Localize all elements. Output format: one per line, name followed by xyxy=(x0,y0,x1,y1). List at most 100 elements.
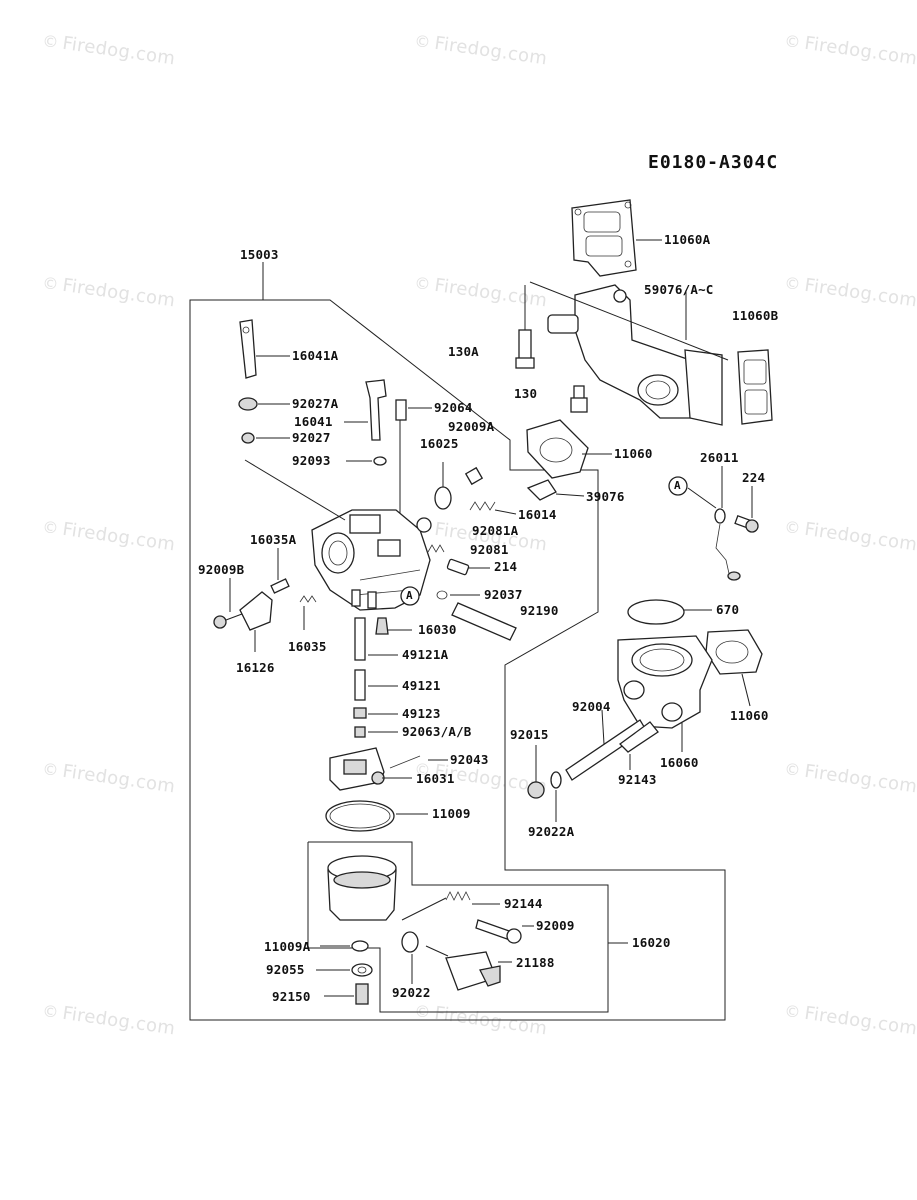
oring-11009A xyxy=(320,940,369,952)
clip-92037 xyxy=(436,590,480,600)
label-92143: 92143 xyxy=(618,772,657,787)
jet-49123 xyxy=(353,707,398,719)
washer-92055 xyxy=(316,963,373,977)
label-670: 670 xyxy=(716,602,740,617)
label-92064: 92064 xyxy=(434,400,473,415)
drain-92150 xyxy=(324,983,369,1005)
label-11060A: 11060A xyxy=(664,232,711,247)
label-130A: 130A xyxy=(448,344,479,359)
label-16014: 16014 xyxy=(518,507,557,522)
label-92055: 92055 xyxy=(266,962,305,977)
screw-92009 xyxy=(475,919,534,944)
plate-16126 xyxy=(213,578,273,652)
gasket-11009 xyxy=(325,800,428,832)
diagram-code: E0180-A304C xyxy=(648,152,779,173)
washer-92022A xyxy=(550,771,562,822)
label-16030: 16030 xyxy=(418,622,457,637)
label-92009B: 92009B xyxy=(198,562,245,577)
label-92190: 92190 xyxy=(520,603,559,618)
screw-16035A xyxy=(270,548,290,594)
label-16041: 16041 xyxy=(294,414,333,429)
assembly-outline-16020 xyxy=(307,841,609,1013)
screw-92081 xyxy=(427,544,445,553)
screw-214 xyxy=(446,558,490,576)
label-59076: 59076/A~C xyxy=(644,282,714,297)
gasket-11060B xyxy=(737,349,773,425)
screw-92064 xyxy=(395,399,432,520)
label-16060: 16060 xyxy=(660,755,699,770)
float-16031 xyxy=(329,747,448,791)
label-92063: 92063/A/B xyxy=(402,724,472,739)
carburetor-body xyxy=(244,459,431,611)
label-26011: 26011 xyxy=(700,450,739,465)
lever-16041A xyxy=(239,319,290,379)
label-11009: 11009 xyxy=(432,806,471,821)
label-92081: 92081 xyxy=(470,542,509,557)
tube-92190 xyxy=(451,602,517,641)
label-21188: 21188 xyxy=(516,955,555,970)
gasket-11060-top xyxy=(526,419,612,479)
label-130: 130 xyxy=(514,386,538,401)
callout-letter-right: A xyxy=(674,479,681,492)
label-92081A: 92081A xyxy=(472,523,519,538)
wire-26011 xyxy=(687,466,741,581)
label-224: 224 xyxy=(742,470,766,485)
label-16035: 16035 xyxy=(288,639,327,654)
spring-16035 xyxy=(299,595,317,630)
label-16035A: 16035A xyxy=(250,532,297,547)
label-49123: 49123 xyxy=(402,706,441,721)
label-92150: 92150 xyxy=(272,989,311,1004)
label-92004: 92004 xyxy=(572,699,611,714)
callout-circle xyxy=(400,476,688,606)
callout-letter-left: A xyxy=(406,589,413,602)
label-11060-lower: 11060 xyxy=(730,708,769,723)
label-11060B: 11060B xyxy=(732,308,779,323)
label-49121: 49121 xyxy=(402,678,441,693)
nut-92015 xyxy=(527,745,545,799)
solenoid-21188 xyxy=(425,945,512,991)
label-92027: 92027 xyxy=(292,430,331,445)
jet-92063 xyxy=(354,726,398,738)
assembly-outline-15003 xyxy=(189,299,726,1021)
label-15003: 15003 xyxy=(240,247,279,262)
label-16031: 16031 xyxy=(416,771,455,786)
bracket-39076 xyxy=(526,479,585,501)
label-92027A: 92027A xyxy=(292,396,339,411)
label-92022: 92022 xyxy=(392,985,431,1000)
oring-670 xyxy=(627,599,712,625)
oring-92081A xyxy=(416,517,432,533)
shaft-16041 xyxy=(344,379,387,441)
needle-16030 xyxy=(375,617,412,635)
label-214: 214 xyxy=(494,559,518,574)
collar-92143 xyxy=(619,721,659,770)
label-16041A: 16041A xyxy=(292,348,339,363)
gasket-11060A xyxy=(571,199,662,277)
plate-16025 xyxy=(434,462,452,510)
label-49121A: 49121A xyxy=(402,647,449,662)
adapter-16060 xyxy=(617,635,713,752)
manifold-59076 xyxy=(529,281,729,426)
label-92009A: 92009A xyxy=(448,419,495,434)
cap-92027 xyxy=(241,432,290,444)
label-16126: 16126 xyxy=(236,660,275,675)
label-92015: 92015 xyxy=(510,727,549,742)
screw-92009A xyxy=(464,466,484,486)
washer-92093 xyxy=(346,456,387,466)
label-11060: 11060 xyxy=(614,446,653,461)
washer-92022 xyxy=(401,931,419,984)
spring-16014 xyxy=(469,501,517,515)
label-16020: 16020 xyxy=(632,935,671,950)
label-11009A: 11009A xyxy=(264,939,311,954)
gasket-11060-lower xyxy=(705,629,763,707)
tube-49121A xyxy=(354,617,398,661)
label-92037: 92037 xyxy=(484,587,523,602)
label-39076: 39076 xyxy=(586,489,625,504)
tube-49121 xyxy=(354,669,398,701)
bolt-130A xyxy=(515,285,535,369)
bolt-130 xyxy=(570,385,588,413)
spring-92144 xyxy=(401,891,500,921)
bolt-224 xyxy=(734,486,759,533)
float-bowl-16020 xyxy=(327,855,397,921)
label-92144: 92144 xyxy=(504,896,543,911)
